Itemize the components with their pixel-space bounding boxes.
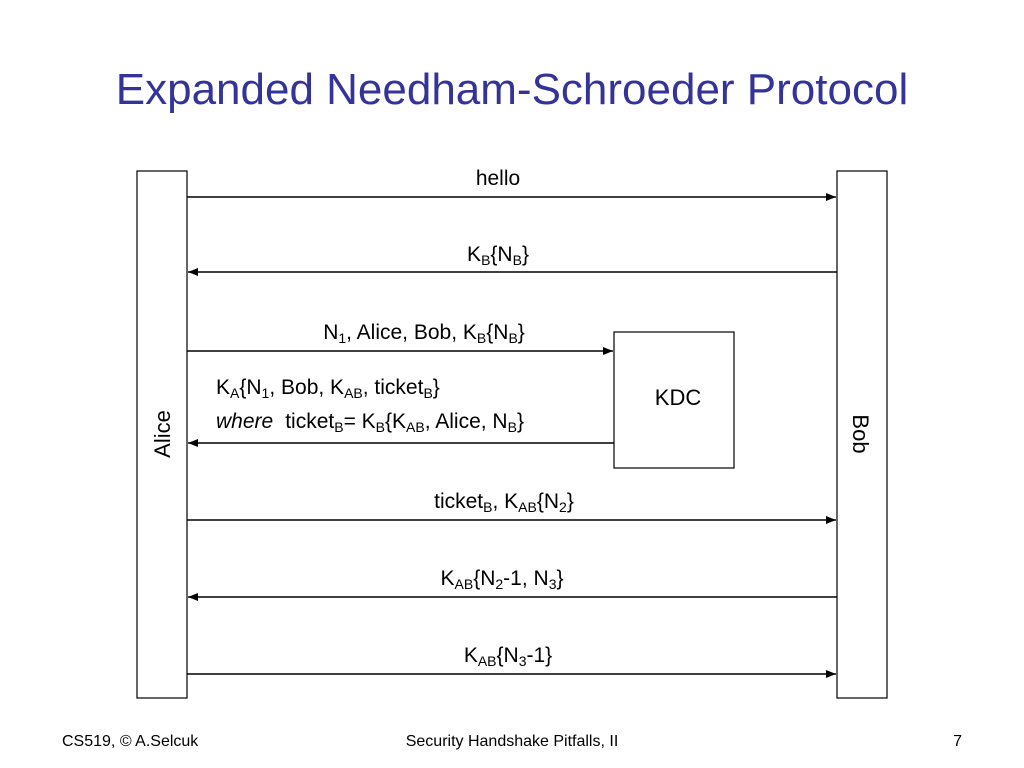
alice-label: Alice (150, 410, 175, 458)
footer-course: CS519, © A.Selcuk (62, 733, 199, 750)
message-label-bob-challenge: KAB{N2-1, N3} (440, 567, 563, 592)
page-number: 7 (953, 733, 962, 750)
kdc-label: KDC (655, 385, 702, 410)
message-label-ticket: ticketB, KAB{N2} (434, 490, 574, 515)
kdc-box (613, 331, 735, 469)
alice-lifeline (136, 170, 188, 699)
message-label-alice-response: KAB{N3-1} (464, 644, 552, 669)
message-label-kb-nb: KB{NB} (467, 243, 529, 268)
slide-title: Expanded Needham-Schroeder Protocol (115, 65, 909, 114)
message-label-hello: hello (476, 167, 520, 190)
message-label-kdc-response: KA{N1, Bob, KAB, ticketB} (216, 376, 440, 401)
bob-label: Bob (848, 414, 873, 453)
footer-topic: Security Handshake Pitfalls, II (405, 733, 619, 750)
message-label-kdc-request: N1, Alice, Bob, KB{NB} (323, 321, 525, 346)
bob-lifeline (836, 170, 888, 699)
